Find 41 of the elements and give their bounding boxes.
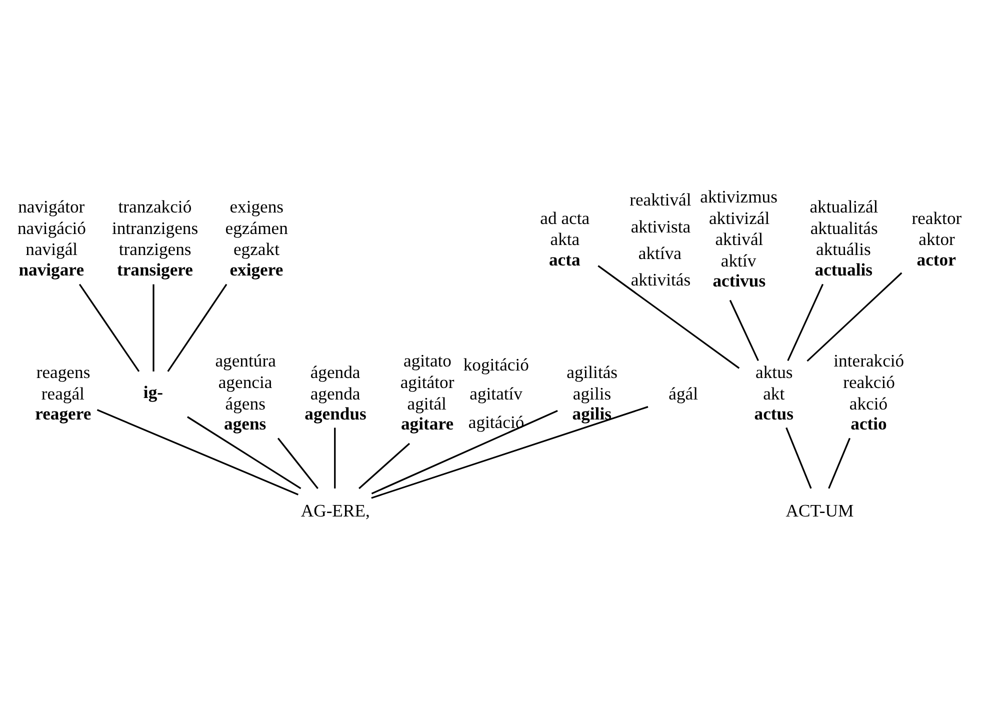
connector <box>598 265 740 369</box>
node-text: interakció reakció akció actio <box>834 350 904 434</box>
connector <box>96 409 298 496</box>
node-text: ágál <box>668 383 698 404</box>
node-text: reaktor aktor actor <box>912 208 962 270</box>
node-label: agitatív <box>470 383 523 404</box>
connector <box>277 438 318 489</box>
node-label: aktíva <box>638 243 682 264</box>
connector <box>334 428 336 488</box>
connector <box>806 272 902 362</box>
node-text: aktus akt actus <box>754 362 794 424</box>
node-label: aktivista <box>630 216 691 237</box>
connector <box>187 416 302 490</box>
connector <box>371 410 558 494</box>
node-text: tranzakció intranzigens tranzigens transigere <box>112 196 198 280</box>
connector <box>78 284 140 372</box>
connector <box>729 300 759 362</box>
connector <box>152 284 154 372</box>
node-label: kogitáció <box>463 354 529 374</box>
node-text: aktivizmus aktivizál aktivál aktív activus <box>700 186 778 291</box>
node-text: reagens reagál reagere <box>35 362 92 424</box>
node-text: exigens egzámen egzakt exigere <box>225 196 288 280</box>
node-text: AG-ERE, <box>300 500 370 521</box>
node-text: agitato agitátor agitál agitare <box>400 350 454 434</box>
node-label: aktivitás <box>630 269 691 290</box>
node-text: ig- <box>143 382 164 402</box>
node-text: agilitás agilis agilis <box>566 362 618 424</box>
node-text: agentúra agencia ágens agens <box>215 350 276 434</box>
node-text: ágenda agenda agendus <box>304 362 366 424</box>
node-label: reaktivál <box>630 189 692 210</box>
node-text: ad acta akta acta <box>540 208 590 270</box>
node-label: agitáció <box>468 412 524 432</box>
connector <box>787 284 824 362</box>
connector <box>358 442 410 490</box>
node-text: ACT-UM <box>786 500 854 521</box>
node-text: aktualizál aktualitás aktuális actualis <box>810 196 878 280</box>
node-text: navigátor navigáció navigál navigare <box>17 196 86 280</box>
connector <box>828 438 851 489</box>
connector <box>786 427 812 489</box>
connector <box>371 406 648 499</box>
connector <box>167 284 228 372</box>
